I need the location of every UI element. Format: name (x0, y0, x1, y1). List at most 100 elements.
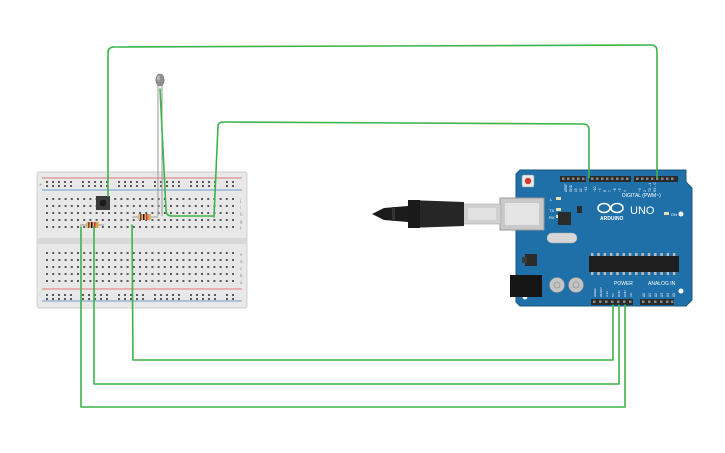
terminal-hole[interactable] (157, 219, 160, 221)
terminal-hole[interactable] (139, 212, 141, 214)
terminal-hole[interactable] (182, 266, 185, 268)
terminal-hole[interactable] (120, 205, 123, 207)
terminal-hole[interactable] (232, 226, 234, 228)
terminal-hole[interactable] (114, 212, 117, 214)
terminal-hole[interactable] (201, 266, 203, 268)
tactile-pushbutton[interactable] (96, 196, 110, 210)
terminal-hole[interactable] (46, 219, 48, 221)
terminal-hole[interactable] (52, 273, 55, 275)
terminal-hole[interactable] (132, 252, 135, 254)
rail-hole[interactable] (136, 181, 138, 183)
terminal-hole[interactable] (188, 280, 191, 282)
terminal-hole[interactable] (207, 205, 210, 207)
terminal-hole[interactable] (132, 259, 135, 261)
terminal-hole[interactable] (176, 205, 179, 207)
terminal-hole[interactable] (232, 198, 234, 200)
terminal-hole[interactable] (52, 219, 55, 221)
rail-hole[interactable] (100, 185, 102, 187)
rail-hole[interactable] (178, 294, 180, 296)
header-pin-hole[interactable] (582, 177, 585, 181)
terminal-hole[interactable] (132, 219, 135, 221)
terminal-hole[interactable] (120, 212, 123, 214)
terminal-hole[interactable] (225, 205, 228, 207)
terminal-hole[interactable] (108, 219, 110, 221)
terminal-hole[interactable] (120, 273, 123, 275)
terminal-hole[interactable] (232, 273, 234, 275)
terminal-hole[interactable] (126, 226, 129, 228)
terminal-hole[interactable] (145, 280, 148, 282)
usb-cable[interactable] (372, 200, 502, 228)
terminal-hole[interactable] (151, 280, 154, 282)
terminal-hole[interactable] (219, 280, 222, 282)
rail-hole[interactable] (88, 294, 90, 296)
terminal-hole[interactable] (188, 205, 191, 207)
terminal-hole[interactable] (77, 273, 79, 275)
terminal-hole[interactable] (207, 259, 210, 261)
rail-hole[interactable] (58, 181, 60, 183)
terminal-hole[interactable] (201, 226, 203, 228)
terminal-hole[interactable] (207, 219, 210, 221)
terminal-hole[interactable] (70, 205, 73, 207)
terminal-hole[interactable] (70, 226, 73, 228)
rail-hole[interactable] (118, 185, 120, 187)
header-pin-hole[interactable] (611, 177, 614, 181)
header-pin-hole[interactable] (621, 177, 624, 181)
rail-hole[interactable] (52, 181, 54, 183)
header-pin-hole[interactable] (596, 177, 599, 181)
rail-hole[interactable] (106, 298, 108, 300)
terminal-hole[interactable] (120, 259, 123, 261)
terminal-hole[interactable] (64, 252, 67, 254)
rail-hole[interactable] (190, 185, 192, 187)
header-pin-hole[interactable] (646, 177, 649, 181)
header-pin-hole[interactable] (623, 300, 626, 304)
rail-hole[interactable] (154, 185, 156, 187)
terminal-hole[interactable] (114, 280, 117, 282)
rail-hole[interactable] (196, 181, 198, 183)
header-pin-hole[interactable] (636, 177, 639, 181)
terminal-hole[interactable] (139, 205, 141, 207)
terminal-hole[interactable] (114, 198, 117, 200)
header-pin-hole[interactable] (605, 300, 608, 304)
terminal-hole[interactable] (139, 280, 141, 282)
terminal-hole[interactable] (70, 252, 73, 254)
terminal-hole[interactable] (225, 266, 228, 268)
terminal-hole[interactable] (232, 280, 234, 282)
wire-to-5v[interactable] (80, 226, 626, 408)
terminal-hole[interactable] (83, 226, 86, 228)
terminal-hole[interactable] (145, 198, 148, 200)
terminal-hole[interactable] (126, 273, 129, 275)
terminal-hole[interactable] (219, 219, 222, 221)
terminal-hole[interactable] (139, 273, 141, 275)
terminal-hole[interactable] (188, 273, 191, 275)
terminal-hole[interactable] (157, 280, 160, 282)
terminal-hole[interactable] (207, 212, 210, 214)
rail-hole[interactable] (166, 298, 168, 300)
terminal-hole[interactable] (176, 273, 179, 275)
terminal-hole[interactable] (132, 266, 135, 268)
terminal-hole[interactable] (157, 252, 160, 254)
pushbutton-cap[interactable] (98, 198, 108, 208)
terminal-hole[interactable] (70, 198, 73, 200)
terminal-hole[interactable] (176, 226, 179, 228)
terminal-hole[interactable] (64, 226, 67, 228)
rail-hole[interactable] (64, 185, 66, 187)
rail-hole[interactable] (124, 294, 126, 296)
wire-led-to-row[interactable] (159, 88, 215, 217)
resistor-1[interactable] (80, 222, 104, 228)
rail-hole[interactable] (160, 294, 162, 296)
terminal-hole[interactable] (64, 280, 67, 282)
reset-button-cap[interactable] (524, 177, 532, 185)
terminal-hole[interactable] (163, 252, 166, 254)
terminal-hole[interactable] (232, 205, 234, 207)
rail-hole[interactable] (142, 185, 144, 187)
terminal-hole[interactable] (58, 266, 61, 268)
terminal-hole[interactable] (225, 252, 228, 254)
terminal-hole[interactable] (126, 259, 129, 261)
terminal-hole[interactable] (77, 280, 79, 282)
terminal-hole[interactable] (52, 226, 55, 228)
terminal-hole[interactable] (219, 259, 222, 261)
terminal-hole[interactable] (101, 226, 104, 228)
terminal-hole[interactable] (70, 259, 73, 261)
rail-hole[interactable] (166, 294, 168, 296)
rail-hole[interactable] (178, 298, 180, 300)
